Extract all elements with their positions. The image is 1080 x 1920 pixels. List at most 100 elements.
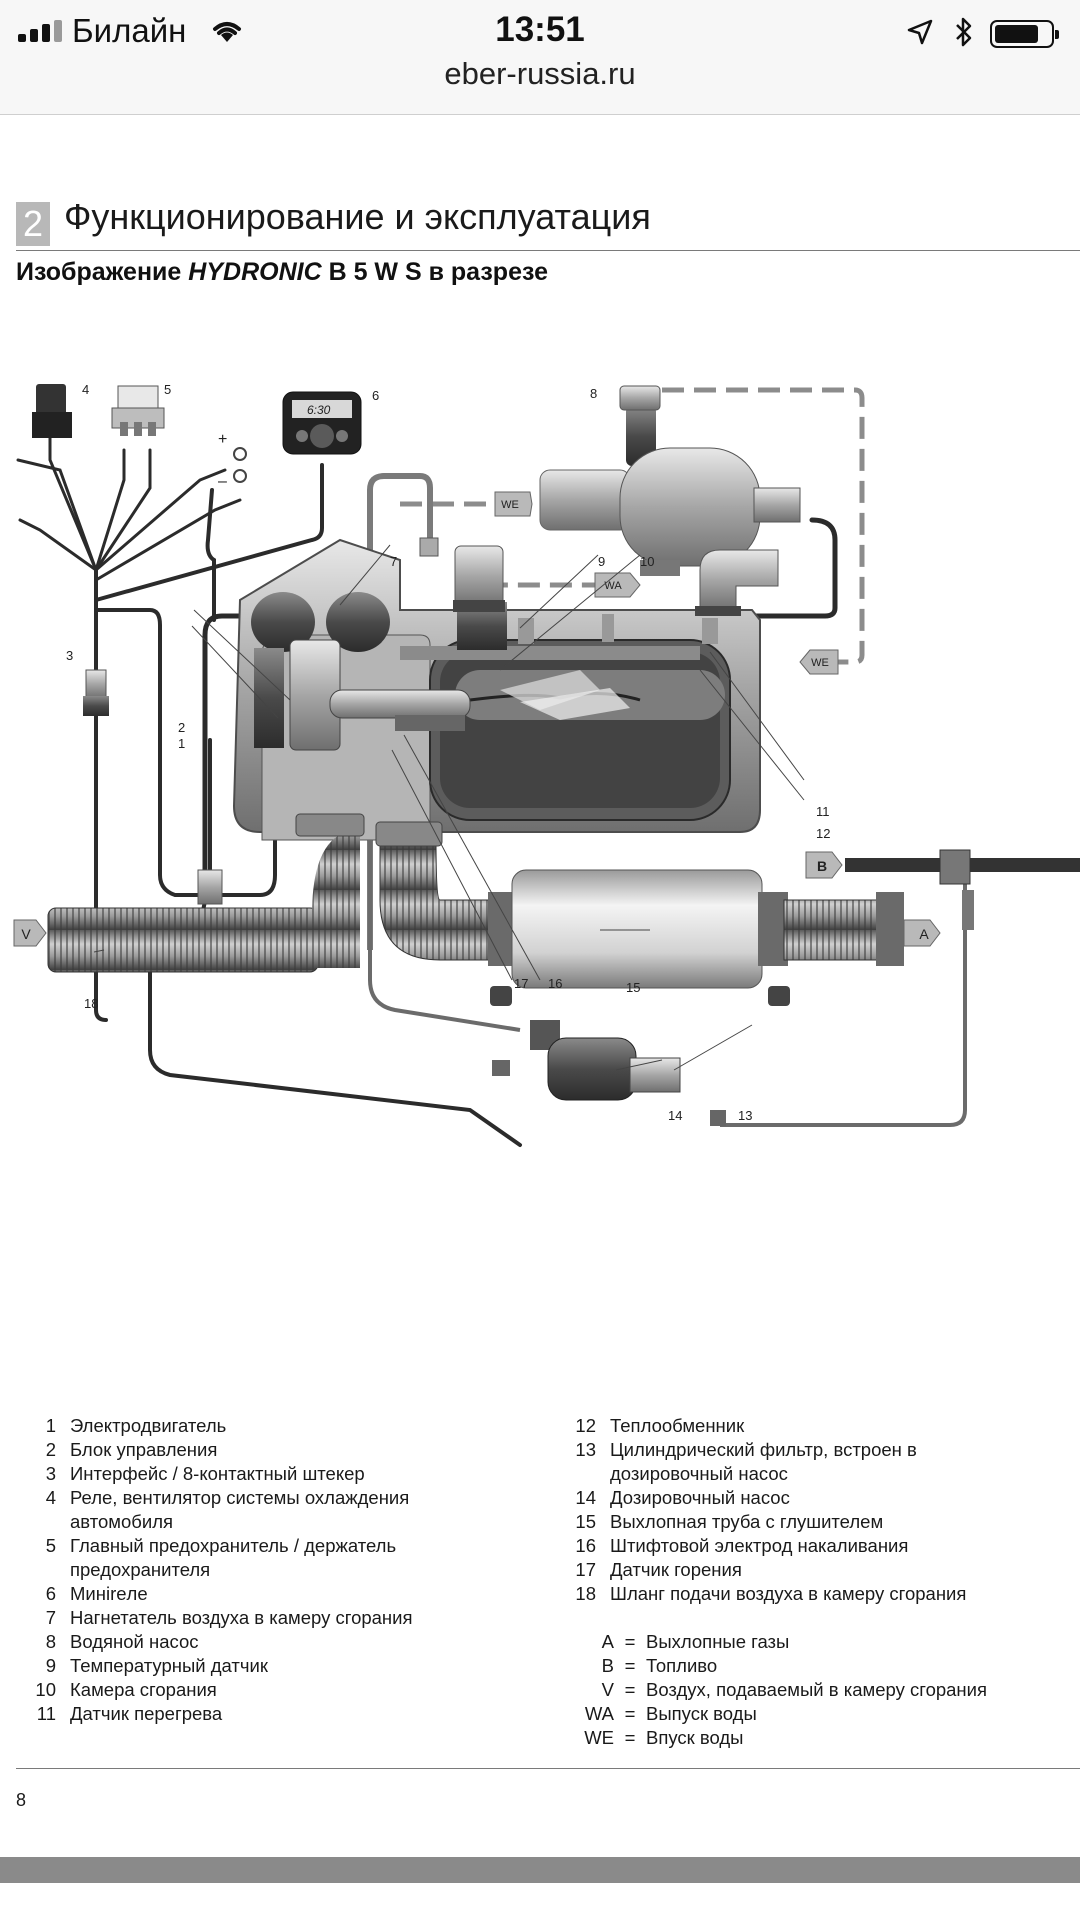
abbreviation-key: A <box>601 1631 614 1652</box>
carrier-name: Билайн <box>72 12 187 49</box>
legend-item: 14 Дозировочный насос <box>558 1486 1078 1510</box>
cell-signal-icon <box>18 20 64 42</box>
svg-text:18: 18 <box>84 996 98 1011</box>
svg-text:10: 10 <box>640 554 654 569</box>
abbreviation-value: Впуск воды <box>646 1727 744 1748</box>
legend-item: 10 Камера сгорания <box>18 1678 578 1702</box>
controller-display: 6:30 <box>307 403 331 417</box>
legend-item: 9 Температурный датчик <box>18 1654 578 1678</box>
browser-top-bar: Билайн 13:51 eber-russia.ru <box>0 0 1080 115</box>
legend-text: Датчик горения <box>610 1559 742 1580</box>
wifi-icon <box>213 22 241 42</box>
svg-text:7: 7 <box>390 554 397 569</box>
legend-text: Дозировочный насос <box>610 1487 790 1508</box>
legend-gap <box>558 1606 1078 1630</box>
legend-number: 13 <box>575 1439 596 1460</box>
dosing-pump <box>492 1020 726 1126</box>
footer-divider <box>16 1768 1080 1769</box>
abbreviation-item: WE = Впуск воды <box>558 1726 1078 1750</box>
legend-number: 2 <box>45 1439 56 1460</box>
address-bar-url[interactable]: eber-russia.ru <box>444 56 636 91</box>
abbreviation-equals: = <box>624 1631 636 1652</box>
legend-text: Минireле <box>70 1583 148 1604</box>
legend-number: 8 <box>45 1631 56 1652</box>
exhaust-pipe <box>375 821 904 1006</box>
legend-number: 5 <box>45 1535 56 1556</box>
legend-number: 4 <box>45 1487 56 1508</box>
heater-body <box>232 538 779 841</box>
flow-label-we-right: WE <box>811 657 829 669</box>
flow-label-wa: WA <box>604 580 622 592</box>
abbreviation-item: WA=Выпуск воды <box>558 1702 1078 1726</box>
legend-number: 15 <box>575 1511 596 1532</box>
svg-text:2: 2 <box>178 720 185 735</box>
svg-text:5: 5 <box>164 382 171 397</box>
svg-text:16: 16 <box>548 976 562 991</box>
legend-item: 6 Минireле <box>18 1582 578 1606</box>
svg-text:14: 14 <box>668 1108 682 1123</box>
legend-text: Реле, вентилятор системы охлаждения <box>70 1487 410 1508</box>
abbreviation-key: WA <box>584 1703 614 1724</box>
header-divider <box>16 250 1080 251</box>
abbreviation-value: Выпуск воды <box>646 1703 757 1724</box>
abbreviation-equals: = <box>624 1727 636 1748</box>
abbreviation-value: Выхлопные газы <box>646 1631 790 1652</box>
section-title: Функционирование и эксплуатация <box>64 196 651 237</box>
svg-text:12: 12 <box>816 826 830 841</box>
svg-text:8: 8 <box>590 386 597 401</box>
legend-right-column: 12 Теплообменник 13 Цилиндрический фильтр, … <box>558 1414 1078 1750</box>
legend-number: 10 <box>35 1679 56 1700</box>
legend-text: Шланг подачи воздуха в камеру сгорания <box>610 1583 967 1604</box>
legend-text: предохранителя <box>70 1559 211 1580</box>
callout-numbers: 1 2 3 4 5 6 7 8 9 10 11 12 13 14 15 16 1… <box>66 382 830 1123</box>
abbreviation-key: WE <box>584 1727 614 1748</box>
svg-text:15: 15 <box>626 980 640 995</box>
svg-text:3: 3 <box>66 648 73 663</box>
abbreviation-item: V=Воздух, подаваемый в камеру сгорания <box>558 1678 1078 1702</box>
legend-number <box>18 1558 56 1582</box>
abbreviation-equals: = <box>624 1679 636 1700</box>
battery-level <box>995 25 1039 43</box>
legend-text: Цилиндрический фильтр, встроен в <box>610 1439 917 1460</box>
legend-number: 14 <box>575 1487 596 1508</box>
heater-cutaway-diagram: WE WA WE + – 6:30 <box>13 382 1080 1147</box>
legend-text: Штифтовой электрод накаливания <box>610 1535 909 1556</box>
legend-number: 18 <box>575 1583 596 1604</box>
air-intake-hose <box>47 813 365 973</box>
legend-text: Датчик перегрева <box>70 1703 223 1724</box>
legend-number: 6 <box>45 1583 56 1604</box>
legend-text: Температурный датчик <box>70 1655 268 1676</box>
svg-text:4: 4 <box>82 382 89 397</box>
legend-item: 12 Теплообменник <box>558 1414 1078 1438</box>
flow-label-v: V <box>21 926 31 942</box>
legend-item: 13 Цилиндрический фильтр, встроен в <box>558 1438 1078 1462</box>
legend-number: 12 <box>575 1415 596 1436</box>
abbreviation-item: B=Топливо <box>558 1654 1078 1678</box>
abbreviation-key: B <box>601 1655 614 1676</box>
legend-number: 7 <box>45 1607 56 1628</box>
figure-subtitle: Изображение HYDRONIC B 5 W S в разрезе <box>16 258 548 286</box>
legend-number <box>18 1510 56 1534</box>
legend-text: автомобиля <box>70 1511 174 1532</box>
legend-text: Теплообменник <box>610 1415 745 1436</box>
legend-number: 9 <box>45 1655 56 1676</box>
legend-number: 3 <box>45 1463 56 1484</box>
svg-text:9: 9 <box>598 554 605 569</box>
flow-label-a: A <box>919 926 929 942</box>
legend-item: 18 Шланг подачи воздуха в камеру сгорания <box>558 1582 1078 1606</box>
svg-text:1: 1 <box>178 736 185 751</box>
legend-item: предохранителя <box>18 1558 578 1582</box>
clock: 13:51 <box>495 10 585 49</box>
battery-icon <box>990 20 1059 48</box>
legend-text: Камера сгорания <box>70 1679 217 1700</box>
